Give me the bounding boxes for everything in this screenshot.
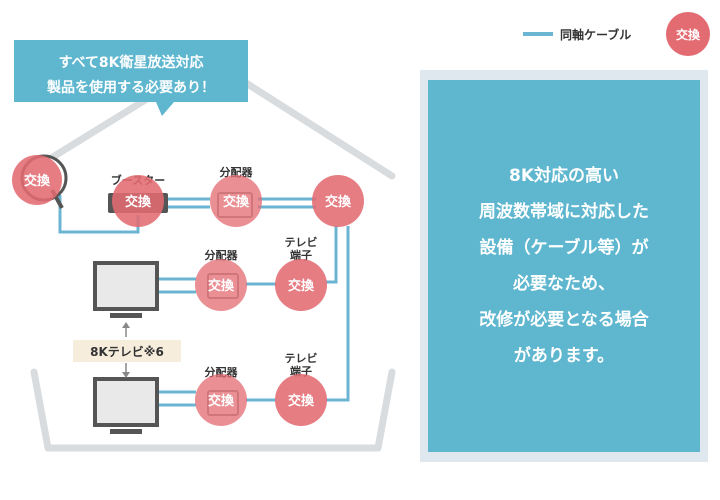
- tv-outlet-label-2-line1: テレビ: [285, 351, 318, 365]
- replace-badge-splitter-bottom: [195, 374, 247, 426]
- replace-text-splitter-bottom: 交換: [208, 393, 235, 409]
- replace-text-outlet-2: 交換: [288, 393, 315, 409]
- tv-link-arrows: [122, 322, 130, 378]
- legend-replace-badge: [666, 12, 710, 56]
- legend: 同軸ケーブル 交換: [523, 12, 710, 56]
- tv-icon-top: [93, 261, 159, 318]
- info-line-3: 設備（ケーブル等）が: [479, 238, 649, 258]
- replace-text-trunk: 交換: [325, 194, 352, 210]
- info-line-6: があります。: [513, 346, 615, 366]
- replace-badge-splitter-mid: [195, 259, 247, 311]
- info-panel-content: 8K対応の高い 周波数帯域に対応した 設備（ケーブル等）が 必要なため、 改修が…: [428, 80, 700, 452]
- replace-badge-outlet-2: [275, 374, 327, 426]
- splitter-label-mid: 分配器: [205, 248, 239, 262]
- replace-badge-antenna: [12, 155, 62, 205]
- info-panel: 8K対応の高い 周波数帯域に対応した 設備（ケーブル等）が 必要なため、 改修が…: [420, 70, 708, 462]
- tv-caption-box: [73, 340, 181, 362]
- replace-badge-splitter-top: [210, 175, 262, 227]
- info-line-5: 改修が必要となる場合: [479, 310, 649, 330]
- tv-outlet-label-2-line2: 端子: [290, 364, 312, 378]
- replace-badge-booster: [112, 175, 164, 227]
- replace-badge-outlet-1: [275, 259, 327, 311]
- info-line-1: 8K対応の高い: [508, 166, 619, 186]
- tv-outlet-label-1-line1: テレビ: [285, 235, 318, 249]
- legend-replace-label: 交換: [676, 27, 701, 42]
- callout-bubble: すべて8K衛星放送対応 製品を使用する必要あり！: [14, 40, 248, 116]
- replace-text-splitter-mid: 交換: [208, 278, 235, 294]
- callout-line2: 製品を使用する必要あり！: [46, 79, 215, 96]
- info-line-4: 必要なため、: [513, 274, 615, 294]
- replace-text-antenna: 交換: [24, 173, 51, 189]
- info-line-2: 周波数帯域に対応した: [479, 202, 649, 222]
- replace-text-outlet-1: 交換: [288, 278, 315, 294]
- replace-badge-trunk: [312, 175, 364, 227]
- tv-outlet-label-1-line2: 端子: [290, 248, 312, 262]
- replace-text-booster: 交換: [125, 194, 152, 210]
- replace-badges: [12, 155, 364, 426]
- splitter-label-top: 分配器: [220, 165, 254, 179]
- tv-icon-bottom: [93, 377, 159, 434]
- tv-caption: 8Kテレビ※6: [90, 344, 164, 359]
- legend-cable-label: 同軸ケーブル: [560, 27, 631, 42]
- replace-text-splitter-top: 交換: [223, 194, 250, 210]
- callout-line1: すべて8K衛星放送対応: [58, 54, 203, 71]
